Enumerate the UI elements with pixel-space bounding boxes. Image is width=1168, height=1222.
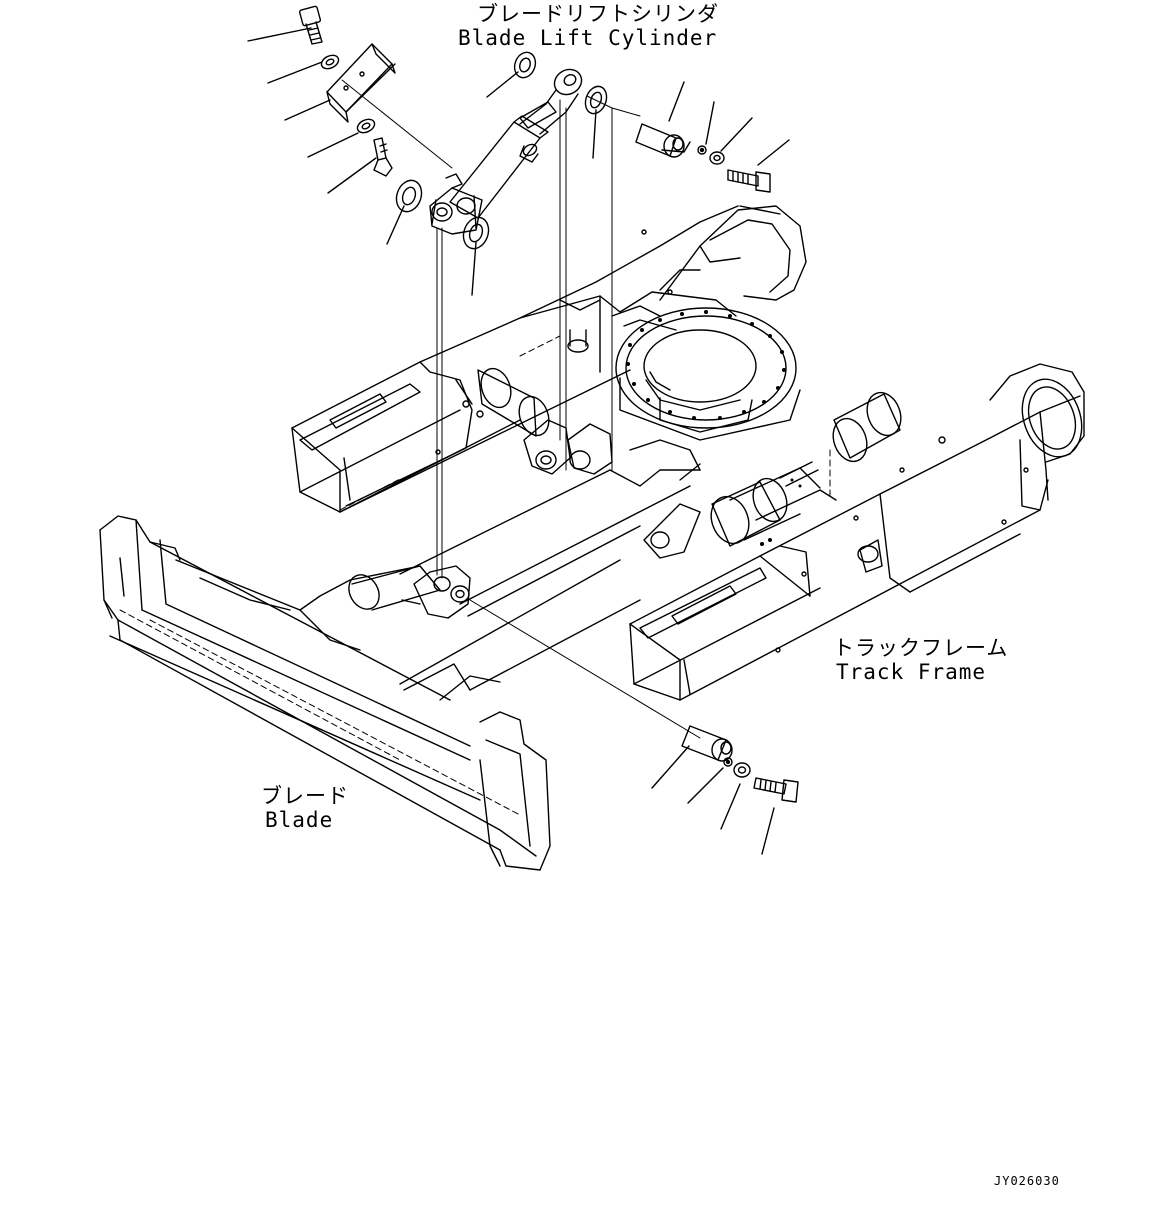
washer-2 <box>355 117 376 135</box>
cylinder-label-jp: ブレードリフトシリンダ <box>477 2 719 26</box>
bolt-lower <box>754 778 798 802</box>
callout-leaders <box>248 28 789 854</box>
drawing-code: JY026030 <box>994 1174 1060 1188</box>
clamp-bracket <box>327 44 395 122</box>
bolt-upper <box>728 170 770 192</box>
frame-label-en: Track Frame <box>836 660 987 684</box>
lock-nut-lower <box>724 758 732 766</box>
frame-label-jp: トラックフレーム <box>833 636 1009 660</box>
assembly-lines <box>342 80 700 738</box>
washer-upper <box>710 152 724 164</box>
washer-large-4 <box>582 83 610 116</box>
blade-label-en: Blade <box>265 808 334 832</box>
washer-large-3 <box>511 49 539 80</box>
pin-upper <box>636 124 690 157</box>
blade-label-jp: ブレード <box>261 784 349 808</box>
washer-large-1 <box>392 177 425 215</box>
cylinder-label-en: Blade Lift Cylinder <box>458 26 718 50</box>
track-frame <box>292 206 1092 700</box>
lock-nut-upper <box>698 146 706 154</box>
pin-lower <box>682 726 732 761</box>
blade-lift-cylinder <box>430 65 586 234</box>
hidden-lines <box>120 336 830 815</box>
blade <box>100 516 640 870</box>
bolt-top <box>299 6 322 44</box>
washer-1 <box>319 53 340 71</box>
grease-fitting <box>374 138 392 176</box>
washer-lower <box>734 763 750 777</box>
